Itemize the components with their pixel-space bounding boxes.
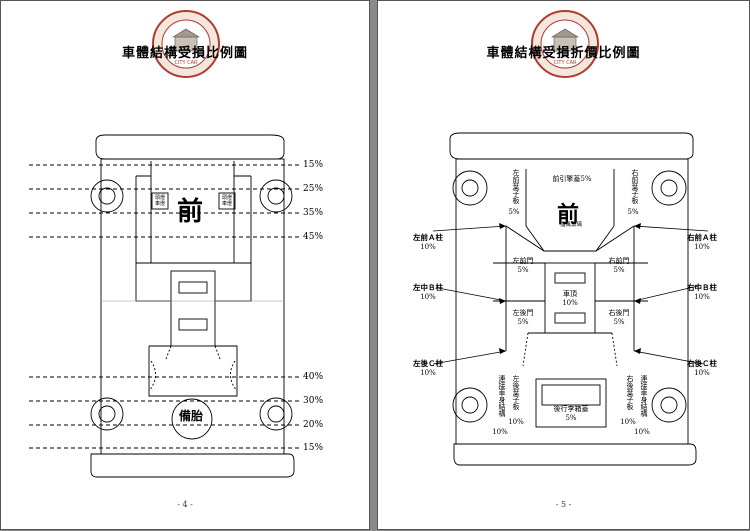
spare-tire-label: 備胎 (179, 409, 204, 423)
front-label: 前 (177, 197, 204, 227)
hood-label: 前引擎蓋5% (552, 175, 592, 183)
page-title: 車體結構受損折價比例圖 (486, 46, 641, 61)
association-seal-image: CITY CAR (152, 10, 220, 78)
car-structure-diagram (29, 134, 299, 478)
right-rear-panel-label: 連接車身結構 (640, 375, 648, 417)
left-rear-fender-value: 10% (508, 418, 524, 426)
left-rear-fender-label: 左後葉子板 (512, 375, 520, 410)
right-front-fender-value: 5% (627, 208, 639, 216)
page-right: CITY CAR 車體結構受損折價比例圖 (377, 0, 750, 530)
right-headlight-label: 頭燈 車燈 (221, 195, 232, 207)
spare-tire (171, 398, 213, 440)
percent-label: 15% (303, 160, 324, 170)
front-left-wheel (90, 179, 124, 213)
percent-label: 40% (303, 372, 324, 382)
car-damage-diagram (432, 132, 709, 466)
percent-label: 20% (303, 420, 324, 430)
percent-label: 25% (303, 184, 324, 194)
rear-left-wheel (452, 387, 488, 423)
front-bumper (95, 134, 285, 160)
left-front-fender-label: 左前葉子板 (512, 169, 520, 204)
left-rear-panel-label: 連接車身結構 (498, 375, 506, 417)
front-right-wheel (651, 170, 687, 206)
percent-label: 15% (303, 443, 324, 453)
percent-label: 45% (303, 232, 324, 242)
windshield-label: 擋風玻璃 (559, 222, 582, 228)
page-left: CITY CAR 車體結構受損比例圖 (0, 0, 370, 530)
rear-bumper (90, 453, 295, 478)
page-number: - 5 - (555, 500, 572, 509)
front-label: 前 (557, 202, 580, 228)
trunk-outline (535, 378, 607, 428)
left-headlight-label: 頭燈 車燈 (154, 195, 165, 207)
right-rear-fender-label: 右後葉子板 (626, 375, 634, 410)
right-front-fender-label: 右前葉子板 (631, 169, 639, 204)
left-rear-panel-value: 10% (492, 428, 508, 436)
center-tunnel (170, 270, 216, 347)
percent-label: 35% (303, 208, 324, 218)
front-bumper (449, 132, 694, 160)
rear-right-wheel (259, 397, 293, 431)
front-right-wheel (259, 179, 293, 213)
left-front-fender-value: 5% (508, 208, 520, 216)
svg-text:CITY CAR: CITY CAR (174, 60, 198, 66)
page-number: - 4 - (177, 500, 193, 509)
percent-label: 30% (303, 396, 324, 406)
right-rear-panel-value: 10% (634, 428, 650, 436)
front-left-wheel (452, 170, 488, 206)
rear-right-wheel (651, 387, 687, 423)
rear-left-wheel (90, 397, 124, 431)
rear-bumper (453, 443, 697, 466)
page-title: 車體結構受損比例圖 (121, 46, 248, 61)
svg-text:CITY CAR: CITY CAR (553, 60, 577, 66)
association-seal-image: CITY CAR (531, 10, 599, 78)
right-rear-fender-value: 10% (620, 418, 636, 426)
